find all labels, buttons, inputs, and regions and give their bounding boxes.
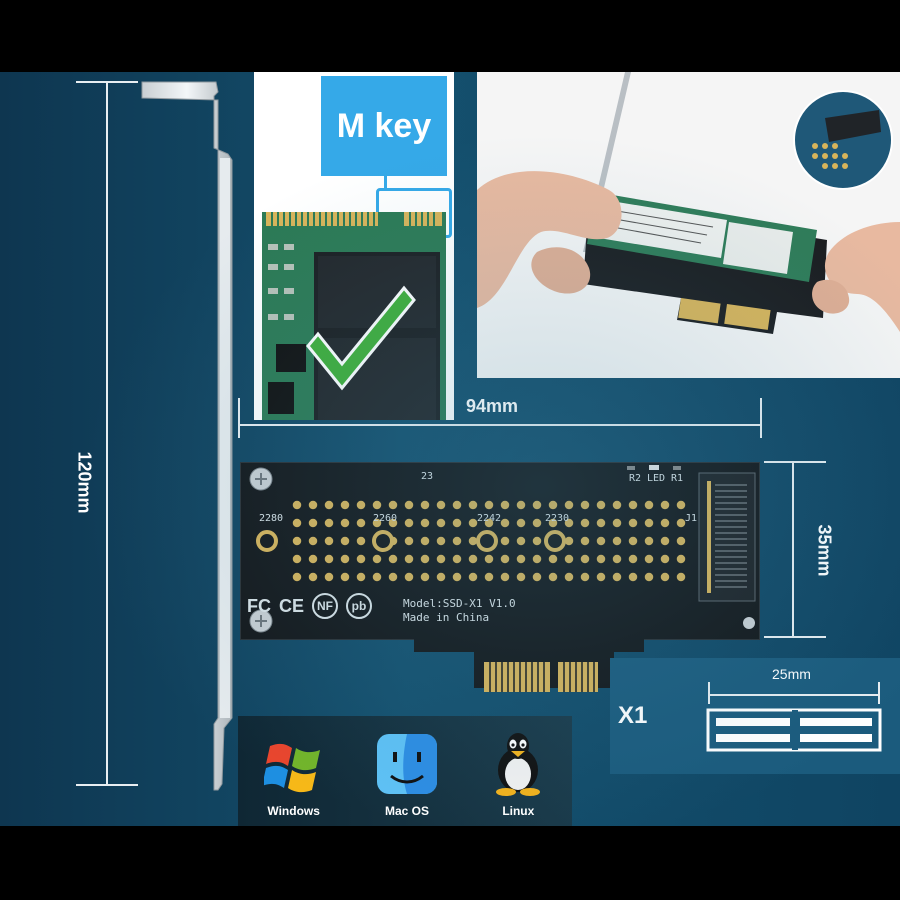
installation-photo-panel — [477, 72, 900, 378]
slot-detail-image — [812, 110, 881, 169]
width-dimension-cap-bottom — [764, 636, 826, 638]
slot-detail-inset — [793, 90, 893, 190]
nf-mark-icon: NF — [312, 593, 339, 619]
height-dimension-line — [106, 82, 108, 784]
os-support-panel: Windows Mac OS — [238, 716, 572, 826]
height-dimension-cap-top — [76, 81, 138, 83]
adapter-board: 2280 2260 2242 2230 23 R2 LED R1 J1 FC C… — [240, 462, 760, 640]
ce-mark-icon: CE — [279, 595, 305, 616]
check-mark-icon — [306, 285, 416, 391]
callout-connector — [384, 176, 387, 188]
slot-width-cap-right — [878, 682, 880, 704]
tux-penguin-icon — [496, 733, 541, 796]
product-canvas: 120mm M key — [0, 72, 900, 826]
m-key-photo-panel: M key — [254, 72, 454, 420]
size-label-2230: 2230 — [545, 513, 570, 524]
os-linux: Linux — [490, 730, 546, 818]
r1-label: R1 — [671, 473, 684, 484]
slot-type-label: X1 — [618, 702, 648, 729]
pb-free-mark-icon: pb — [346, 593, 373, 619]
pcie-x1-connector — [414, 638, 644, 692]
slot-width-line — [708, 694, 880, 696]
standoff-hole-grid — [249, 465, 756, 633]
width-dimension-label: 35mm — [814, 524, 835, 577]
os-label-windows: Windows — [267, 804, 320, 818]
os-macos: Mac OS — [375, 732, 439, 818]
width-dimension-cap-top — [764, 461, 826, 463]
height-dimension-cap-bottom — [76, 784, 138, 786]
size-label-2280: 2280 — [259, 513, 284, 524]
r2-label: R2 — [629, 473, 642, 484]
os-label-linux: Linux — [502, 804, 535, 818]
os-windows: Windows — [263, 736, 324, 818]
board-id-label: 23 — [421, 471, 434, 482]
fcc-mark-icon: FC — [247, 595, 271, 616]
connector-label: J1 — [685, 513, 698, 524]
windows-logo-icon — [263, 743, 320, 793]
ssd-module-image — [262, 212, 446, 420]
size-label-2260: 2260 — [373, 513, 398, 524]
size-label-2242: 2242 — [477, 513, 502, 524]
led-label: LED — [647, 473, 666, 484]
width-dimension-line — [792, 462, 794, 636]
os-label-macos: Mac OS — [384, 804, 429, 818]
finder-face-icon — [376, 734, 437, 794]
slot-width-cap-left — [708, 682, 710, 704]
length-dimension-label: 94mm — [466, 396, 519, 416]
length-dimension-cap-left — [238, 398, 240, 438]
mounting-bracket — [141, 81, 233, 791]
slot-width-label: 25mm — [772, 666, 811, 682]
m-key-callout: M key — [321, 76, 447, 176]
height-dimension-label: 120mm — [74, 451, 95, 514]
model-label: Model:SSD-X1 V1.0 — [403, 597, 516, 610]
x1-slot-panel: X1 25mm — [610, 658, 900, 774]
m-key-label: M key — [336, 106, 432, 145]
certification-marks: FC CE NF pb — [247, 593, 373, 619]
length-dimension-cap-right — [760, 398, 762, 438]
x1-slot-diagram — [706, 708, 882, 752]
origin-label: Made in China — [403, 611, 490, 624]
length-dimension-line — [238, 424, 762, 426]
